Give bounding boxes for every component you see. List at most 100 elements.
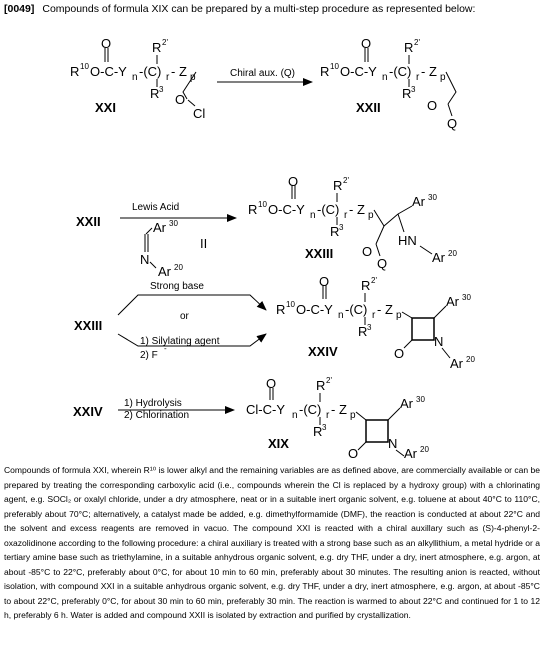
svg-text:r: r	[372, 310, 376, 321]
structure-xxiv: O R 10 O-C-Y n -(C) r - Z p R 2' R 3 Ar …	[276, 274, 475, 371]
reagent-step4-1: 1) Hydrolysis	[124, 398, 182, 409]
svg-text:Ar: Ar	[153, 220, 167, 235]
svg-text:r: r	[344, 210, 348, 221]
svg-text:- Z: - Z	[331, 402, 347, 417]
svg-text:n: n	[292, 410, 298, 421]
svg-text:Ar: Ar	[404, 446, 418, 460]
imine-reagent: Ar 30 N Ar 20 II	[140, 219, 207, 279]
svg-text:R: R	[320, 64, 329, 79]
svg-text:N: N	[434, 334, 443, 349]
svg-text:Ar: Ar	[400, 396, 414, 411]
svg-text:R: R	[402, 86, 411, 101]
label-xxii: XXII	[356, 100, 381, 115]
reagent-step3b-1: 1) Silylating agent	[140, 336, 220, 347]
svg-text:R: R	[313, 424, 322, 439]
svg-text:- Z: - Z	[171, 64, 187, 79]
svg-text:-(C): -(C)	[389, 64, 411, 79]
svg-text:Cl: Cl	[193, 106, 205, 121]
label-xxiii: XXIII	[305, 246, 333, 261]
svg-text:10: 10	[258, 200, 267, 209]
svg-text:O: O	[319, 274, 329, 289]
svg-text:O-C-Y: O-C-Y	[340, 64, 377, 79]
svg-text:R: R	[404, 40, 413, 55]
svg-text:R: R	[70, 64, 79, 79]
svg-text:3: 3	[339, 223, 344, 232]
svg-text:Q: Q	[377, 256, 387, 271]
svg-text:Ar: Ar	[446, 294, 460, 309]
svg-text:r: r	[416, 72, 420, 83]
svg-text:O: O	[394, 346, 404, 361]
svg-text:20: 20	[420, 445, 429, 454]
svg-text:2': 2'	[162, 38, 168, 47]
svg-text:3: 3	[367, 323, 372, 332]
svg-text:n: n	[132, 72, 138, 83]
svg-text:R: R	[152, 40, 161, 55]
svg-text:R: R	[333, 178, 342, 193]
svg-text:p: p	[368, 210, 374, 221]
svg-text:2': 2'	[414, 38, 420, 47]
svg-text:R: R	[276, 302, 285, 317]
svg-text:O: O	[427, 98, 437, 113]
svg-text:10: 10	[330, 62, 339, 71]
svg-text:O: O	[101, 36, 111, 51]
label-xxiv-start: XXIV	[73, 404, 103, 419]
svg-text:R: R	[316, 378, 325, 393]
body-paragraph: Compounds of formula XXI, wherein R¹⁰ is…	[4, 465, 540, 620]
structure-xxiii: O R 10 O-C-Y n -(C) r - Z p R 2' R 3 Ar …	[248, 174, 457, 271]
svg-text:-(C): -(C)	[139, 64, 161, 79]
svg-text:N: N	[388, 436, 397, 451]
svg-text:Ar: Ar	[450, 356, 464, 371]
svg-text:- Z: - Z	[421, 64, 437, 79]
svg-text:O: O	[288, 174, 298, 189]
svg-text:R: R	[361, 278, 370, 293]
label-xxi: XXI	[95, 100, 116, 115]
reagent-step3-or: or	[180, 311, 190, 322]
svg-text:HN: HN	[398, 233, 417, 248]
svg-text:p: p	[396, 310, 402, 321]
reagent-step1: Chiral aux. (Q)	[230, 68, 295, 79]
structure-xix: O Cl-C-Y n -(C) r - Z p R 2' R 3 Ar 30 O…	[246, 376, 429, 460]
svg-text:R: R	[248, 202, 257, 217]
svg-text:2': 2'	[343, 176, 349, 185]
svg-text:2': 2'	[326, 376, 332, 385]
svg-text:- Z: - Z	[377, 302, 393, 317]
svg-text:O: O	[175, 92, 185, 107]
svg-text:O-C-Y: O-C-Y	[268, 202, 305, 217]
svg-text:O-C-Y: O-C-Y	[90, 64, 127, 79]
svg-text:Q: Q	[447, 116, 457, 131]
svg-text:-(C): -(C)	[299, 402, 321, 417]
structure-xxi: O R 10 O-C-Y n -(C) r - Z p R 2' R 3 O C…	[70, 36, 205, 121]
svg-text:3: 3	[322, 423, 327, 432]
svg-text:20: 20	[466, 355, 475, 364]
svg-text:n: n	[382, 72, 388, 83]
svg-text:Ar: Ar	[158, 264, 172, 279]
svg-text:O: O	[348, 446, 358, 460]
svg-text:N: N	[140, 252, 149, 267]
svg-text:R: R	[358, 324, 367, 339]
svg-text:-(C): -(C)	[345, 302, 367, 317]
header-text: Compounds of formula XIX can be prepared…	[42, 3, 476, 15]
svg-text:r: r	[326, 410, 330, 421]
svg-text:O: O	[266, 376, 276, 391]
svg-text:3: 3	[159, 85, 164, 94]
svg-text:- Z: - Z	[349, 202, 365, 217]
svg-text:Ar: Ar	[412, 194, 426, 209]
svg-text:p: p	[350, 410, 356, 421]
paragraph-number: [0049]	[4, 3, 35, 15]
svg-text:R: R	[150, 86, 159, 101]
reagent-step2: Lewis Acid	[132, 202, 179, 213]
paragraph-header: [0049] Compounds of formula XIX can be pr…	[4, 3, 475, 15]
svg-text:10: 10	[80, 62, 89, 71]
svg-text:II: II	[200, 236, 207, 251]
reaction-scheme: O R 10 O-C-Y n -(C) r - Z p R 2' R 3 O C…	[70, 36, 475, 460]
svg-text:20: 20	[174, 263, 183, 272]
svg-text:-: -	[164, 344, 167, 353]
svg-text:-(C): -(C)	[317, 202, 339, 217]
svg-text:Cl-C-Y: Cl-C-Y	[246, 402, 285, 417]
svg-text:Ar: Ar	[432, 250, 446, 265]
svg-text:30: 30	[416, 395, 425, 404]
svg-text:n: n	[310, 210, 316, 221]
svg-text:p: p	[440, 72, 446, 83]
svg-text:O: O	[361, 36, 371, 51]
svg-text:O-C-Y: O-C-Y	[296, 302, 333, 317]
